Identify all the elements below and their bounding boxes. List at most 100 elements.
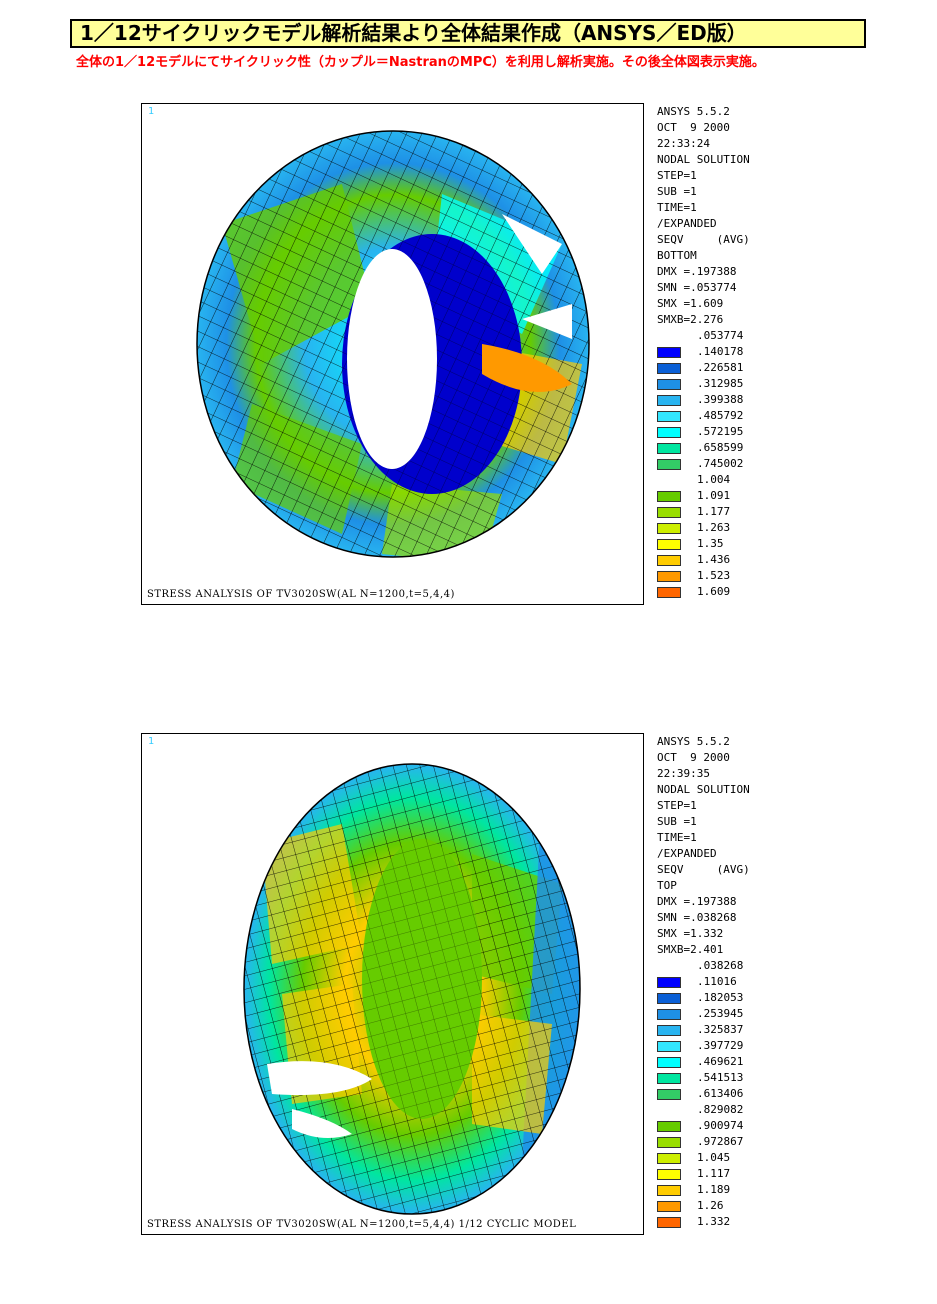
- legend-row: .312985: [657, 376, 787, 392]
- legend-value: 1.177: [697, 505, 731, 518]
- legend-row: .253945: [657, 1006, 787, 1022]
- legend-value: .325837: [697, 1023, 744, 1036]
- step-value: STEP=1: [657, 169, 697, 182]
- legend-row: .485792: [657, 408, 787, 424]
- legend-swatch: [657, 1089, 681, 1100]
- solution-type: NODAL SOLUTION: [657, 783, 750, 796]
- legend-value: .038268: [697, 959, 744, 972]
- legend-value: .399388: [697, 393, 744, 406]
- legend-row: 1.045: [657, 1150, 787, 1166]
- legend-row: .469621: [657, 1054, 787, 1070]
- legend-swatch: [657, 977, 681, 988]
- contour-legend-2: .038268 .11016 .182053 .253945 .325837 .39772…: [657, 958, 787, 1230]
- legend-row: .900974: [657, 1118, 787, 1134]
- sub-value: SUB =1: [657, 815, 697, 828]
- legend-value: 1.436: [697, 553, 731, 566]
- legend-row: .572195: [657, 424, 787, 440]
- time-value: TIME=1: [657, 201, 697, 214]
- legend-swatch: [657, 571, 681, 582]
- smx-value: SMX =1.609: [657, 297, 724, 310]
- legend-row: .182053: [657, 990, 787, 1006]
- legend-row: .829082: [657, 1102, 787, 1118]
- dmx-value: DMX =.197388: [657, 265, 737, 278]
- legend-row: .325837: [657, 1022, 787, 1038]
- legend-value: 1.117: [697, 1167, 731, 1180]
- legend-value: .613406: [697, 1087, 744, 1100]
- legend-swatch: [657, 363, 681, 374]
- legend-swatch: [657, 587, 681, 598]
- legend-value: .11016: [697, 975, 737, 988]
- legend-row: .226581: [657, 360, 787, 376]
- legend-value: .312985: [697, 377, 744, 390]
- legend-row: 1.091: [657, 488, 787, 504]
- fea-plot-window-2: 1 STRESS AN: [141, 733, 644, 1235]
- fea-plot-window-1: 1: [141, 103, 644, 605]
- window-number: 1: [148, 106, 155, 117]
- legend-row: 1.35: [657, 536, 787, 552]
- legend-swatch: [657, 491, 681, 502]
- legend-value: 1.523: [697, 569, 731, 582]
- legend-swatch: [657, 347, 681, 358]
- face-label: BOTTOM: [657, 249, 697, 262]
- legend-value: 1.045: [697, 1151, 731, 1164]
- legend-row: .613406: [657, 1086, 787, 1102]
- legend-value: 1.091: [697, 489, 731, 502]
- plot-caption: STRESS ANALYSIS OF TV3020SW(AL N=1200,t=…: [147, 1219, 577, 1230]
- legend-row: 1.117: [657, 1166, 787, 1182]
- face-label: TOP: [657, 879, 677, 892]
- program-version: ANSYS 5.5.2: [657, 735, 730, 748]
- legend-value: .182053: [697, 991, 744, 1004]
- legend-value: .745002: [697, 457, 744, 470]
- legend-swatch: [657, 1137, 681, 1148]
- smn-value: SMN =.053774: [657, 281, 737, 294]
- legend-swatch: [657, 411, 681, 422]
- plot-caption: STRESS ANALYSIS OF TV3020SW(AL N=1200,t=…: [147, 589, 455, 600]
- smxb-value: SMXB=2.401: [657, 943, 724, 956]
- expanded-label: /EXPANDED: [657, 217, 717, 230]
- legend-swatch: [657, 1025, 681, 1036]
- legend-row: .397729: [657, 1038, 787, 1054]
- legend-row: .972867: [657, 1134, 787, 1150]
- legend-swatch: [657, 1041, 681, 1052]
- legend-swatch: [657, 1185, 681, 1196]
- legend-row: .399388: [657, 392, 787, 408]
- legend-swatch: [657, 1057, 681, 1068]
- legend-row: 1.004: [657, 472, 787, 488]
- plot-date: OCT 9 2000: [657, 121, 730, 134]
- page-subtitle: 全体の1／12モデルにてサイクリック性（カップル＝NastranのMPC）を利用…: [76, 55, 765, 70]
- legend-swatch: [657, 1073, 681, 1084]
- legend-swatch: [657, 1217, 681, 1228]
- program-version: ANSYS 5.5.2: [657, 105, 730, 118]
- legend-swatch: [657, 427, 681, 438]
- legend-value: .541513: [697, 1071, 744, 1084]
- legend-value: .253945: [697, 1007, 744, 1020]
- legend-value: .397729: [697, 1039, 744, 1052]
- plot-time: 22:33:24: [657, 137, 710, 150]
- legend-swatch: [657, 395, 681, 406]
- legend-row: 1.189: [657, 1182, 787, 1198]
- legend-row: .053774: [657, 328, 787, 344]
- smx-value: SMX =1.332: [657, 927, 724, 940]
- legend-swatch: [657, 1169, 681, 1180]
- legend-row: .038268: [657, 958, 787, 974]
- legend-row: 1.332: [657, 1214, 787, 1230]
- contour-legend-1: .053774.140178 .226581 .312985 .399388 .4857…: [657, 328, 787, 600]
- legend-value: .829082: [697, 1103, 744, 1116]
- legend-value: .140178: [697, 345, 744, 358]
- legend-swatch: [657, 1201, 681, 1212]
- legend-value: .226581: [697, 361, 744, 374]
- legend-swatch: [657, 523, 681, 534]
- legend-row: .11016: [657, 974, 787, 990]
- legend-swatch: [657, 1153, 681, 1164]
- legend-row: .140178: [657, 344, 787, 360]
- legend-value: 1.609: [697, 585, 731, 598]
- window-number: 1: [148, 736, 155, 747]
- expanded-label: /EXPANDED: [657, 847, 717, 860]
- legend-value: 1.35: [697, 537, 724, 550]
- legend-value: .572195: [697, 425, 744, 438]
- legend-swatch: [657, 539, 681, 550]
- legend-row: .745002: [657, 456, 787, 472]
- seqv-label: SEQV (AVG): [657, 863, 750, 876]
- legend-swatch: [657, 459, 681, 470]
